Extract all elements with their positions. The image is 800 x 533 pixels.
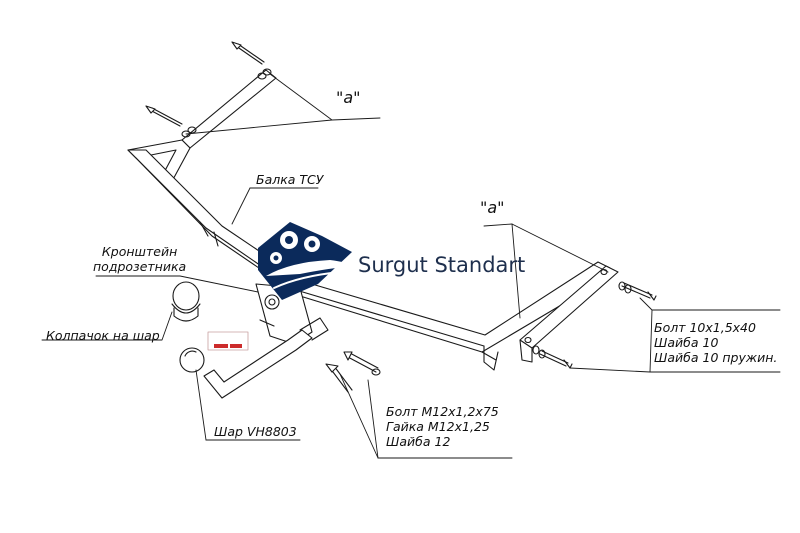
label-bracket-line2: подрозетника <box>93 259 187 274</box>
bottom-hardware-item: Болт M12x1,2x75 <box>386 404 499 419</box>
right-hardware-item: Шайба 10 пружин. <box>654 350 778 365</box>
right-hardware-item: Болт 10x1,5x40 <box>654 320 756 335</box>
callout-lines <box>41 73 781 459</box>
label-bracket-line1: Кронштейн <box>101 244 178 259</box>
label-right-hardware: Болт 10x1,5x40 Шайба 10 Шайба 10 пружин. <box>654 320 777 365</box>
gears-car-logo <box>258 222 354 300</box>
tow-ball-icon <box>179 347 205 373</box>
label-a-right: "a" <box>480 198 505 217</box>
bottom-hardware-item: Шайба 12 <box>386 434 451 449</box>
label-a-top: "a" <box>336 88 361 107</box>
label-bracket: Кронштейн подрозетника <box>93 244 186 274</box>
ball-neck <box>203 317 329 399</box>
bolt-icon <box>231 41 265 65</box>
top-mounting-plate <box>181 68 277 149</box>
bottom-hardware-item: Гайка M12x1,25 <box>386 419 490 434</box>
bolt-icon <box>343 351 381 376</box>
label-ball: Шар VH8803 <box>214 424 297 439</box>
label-bottom-hardware: Болт M12x1,2x75 Гайка M12x1,25 Шайба 12 <box>386 404 499 449</box>
bolt-icon <box>325 363 353 393</box>
ball-cap-icon <box>171 281 201 322</box>
watermark-text: Surgut Standart <box>358 253 526 277</box>
warning-sticker <box>207 331 249 351</box>
bolt-icon <box>145 105 183 127</box>
label-cap: Колпачок на шар <box>46 328 160 343</box>
right-hardware-item: Шайба 10 <box>654 335 719 350</box>
bolt-icon <box>532 345 573 369</box>
label-beam: Балка ТСУ <box>256 172 324 187</box>
bolt-icon <box>618 281 657 301</box>
